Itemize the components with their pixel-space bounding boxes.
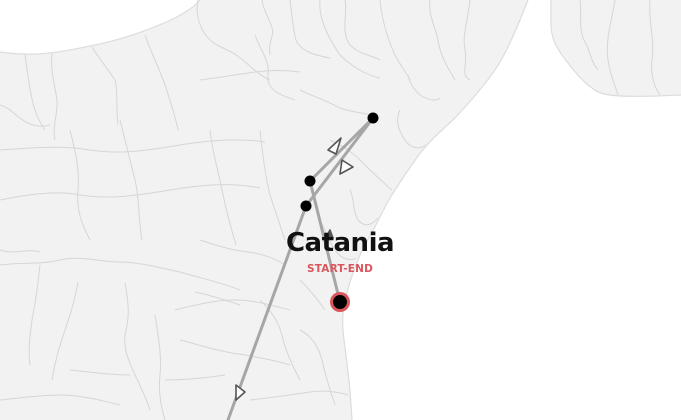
stop-marker xyxy=(367,112,379,124)
stop-marker xyxy=(300,200,312,212)
land-northeast xyxy=(550,0,681,97)
city-tag: START-END xyxy=(306,263,374,275)
route-lines xyxy=(226,116,375,420)
direction-arrows xyxy=(235,137,354,401)
arrow-icon xyxy=(325,229,334,239)
arrow-icon xyxy=(339,159,354,175)
land-mainland xyxy=(0,0,528,420)
city-label: Catania xyxy=(285,228,395,258)
stop-marker xyxy=(304,175,316,187)
arrow-icon xyxy=(235,384,246,401)
arrow-icon xyxy=(327,137,342,155)
